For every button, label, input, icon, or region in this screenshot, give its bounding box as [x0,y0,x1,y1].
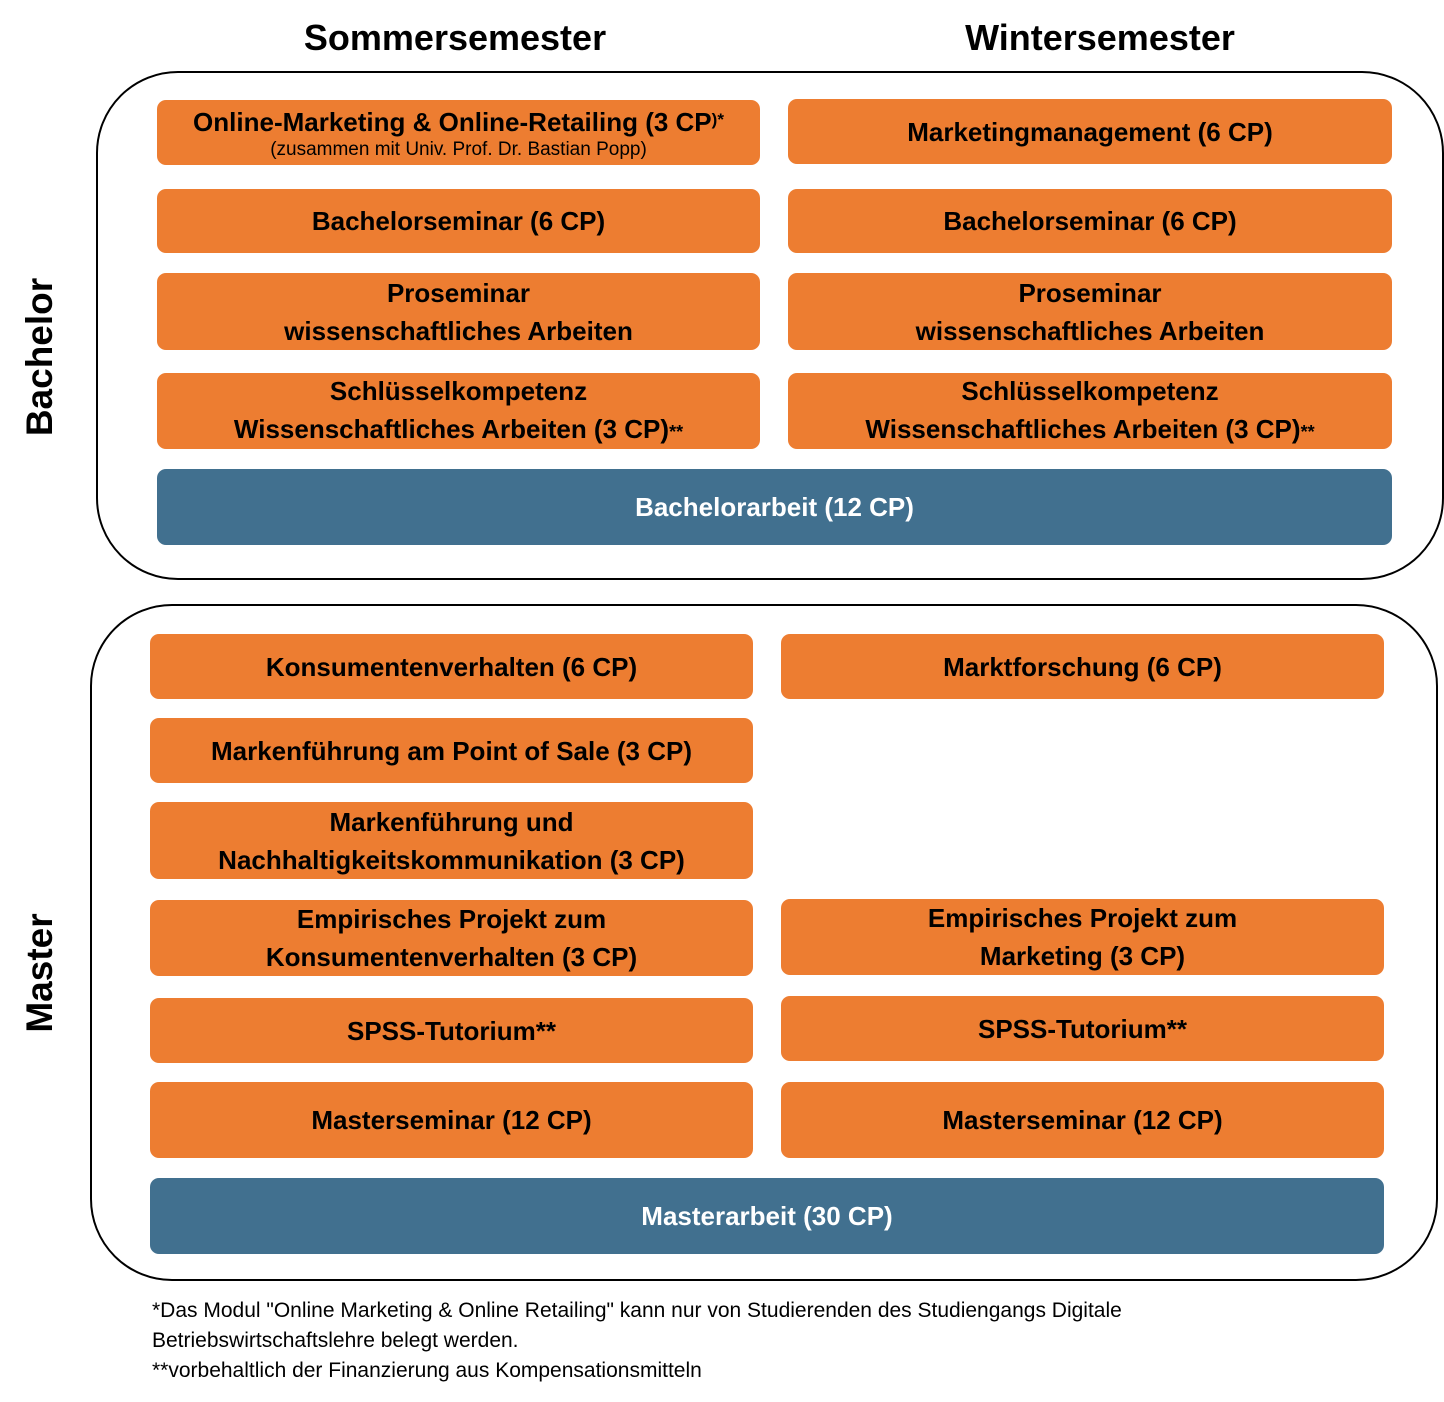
bachelor-section-label: Bachelor [19,277,60,437]
masterarbeit-box: Masterarbeit (30 CP) [150,1178,1384,1254]
course-markenfuehrung-nachhaltigkeit: Markenführung und Nachhaltigkeitskommuni… [150,802,753,879]
bachelorarbeit-box: Bachelorarbeit (12 CP) [157,469,1392,545]
course-empirisches-projekt-konsumentenverhalten: Empirisches Projekt zum Konsumentenverha… [150,900,753,976]
course-title-line2-wrap: Wissenschaftliches Arbeiten (3 CP)** [234,410,683,451]
course-title-line2: Wissenschaftliches Arbeiten (3 CP) [865,413,1301,444]
course-title: Online-Marketing & Online-Retailing (3 C… [193,105,724,139]
course-title: SPSS-Tutorium** [347,1015,556,1046]
course-masterseminar-summer: Masterseminar (12 CP) [150,1082,753,1158]
course-konsumentenverhalten: Konsumentenverhalten (6 CP) [150,634,753,699]
course-title-line1: Schlüsselkompetenz [329,375,588,406]
course-spss-tutorium-winter: SPSS-Tutorium** [781,996,1384,1061]
footnote-online-marketing-line1: *Das Modul "Online Marketing & Online Re… [152,1299,1122,1322]
footnote-marker: ** [669,421,684,442]
course-title-line1: Empirisches Projekt zum [296,904,607,934]
course-title-line1: Markenführung und [329,806,574,837]
course-title-line2: Nachhaltigkeitskommunikation (3 CP) [218,844,685,875]
course-title-line1: Empirisches Projekt zum [927,903,1238,933]
course-marktforschung: Marktforschung (6 CP) [781,634,1384,699]
master-section-label: Master [19,913,60,1033]
footnotes: *Das Modul "Online Marketing & Online Re… [152,1296,1302,1386]
course-bachelorseminar-winter: Bachelorseminar (6 CP) [788,189,1392,253]
footnote-online-marketing-line2: Betriebswirtschaftslehre belegt werden. [152,1329,519,1352]
course-schluesselkompetenz-winter: Schlüsselkompetenz Wissenschaftliches Ar… [788,373,1392,449]
course-empirisches-projekt-marketing: Empirisches Projekt zum Marketing (3 CP) [781,899,1384,975]
footnote-kompensationsmittel: **vorbehaltlich der Finanzierung aus Kom… [152,1359,702,1382]
course-title-line2: Wissenschaftliches Arbeiten (3 CP) [233,413,670,444]
course-schluesselkompetenz-summer: Schlüsselkompetenz Wissenschaftliches Ar… [157,373,760,449]
course-title-line2-wrap: Wissenschaftliches Arbeiten (3 CP)** [865,410,1314,451]
course-title: SPSS-Tutorium** [978,1013,1187,1044]
course-proseminar-winter: Proseminar wissenschaftliches Arbeiten [788,273,1392,350]
course-title-line2: wissenschaftliches Arbeiten [915,315,1265,346]
course-masterseminar-winter: Masterseminar (12 CP) [781,1082,1384,1158]
header-wintersemester: Wintersemester [965,17,1235,58]
course-title: Bachelorseminar (6 CP) [311,206,606,236]
course-title-line1: Proseminar [386,277,531,308]
course-marketingmanagement: Marketingmanagement (6 CP) [788,99,1392,164]
thesis-title: Masterarbeit (30 CP) [641,1201,893,1231]
footnote-marker: ** [1300,421,1315,442]
course-title-line2: Konsumentenverhalten (3 CP) [265,942,638,972]
course-title-main: Online-Marketing & Online-Retailing (3 C… [193,106,712,137]
course-title-line1: Proseminar [1018,277,1162,308]
course-title: Marktforschung (6 CP) [943,651,1222,682]
course-title: Markenführung am Point of Sale (3 CP) [210,735,693,766]
course-markenfuehrung-pos: Markenführung am Point of Sale (3 CP) [150,718,753,783]
course-spss-tutorium-summer: SPSS-Tutorium** [150,998,753,1063]
course-proseminar-summer: Proseminar wissenschaftliches Arbeiten [157,273,760,350]
course-title-line2: Marketing (3 CP) [979,941,1186,971]
course-title: Masterseminar (12 CP) [311,1105,592,1135]
course-title: Bachelorseminar (6 CP) [943,206,1237,236]
thesis-title: Bachelorarbeit (12 CP) [635,492,914,522]
course-title: Marketingmanagement (6 CP) [907,116,1273,147]
header-sommersemester: Sommersemester [303,17,607,58]
course-title-line2: wissenschaftliches Arbeiten [284,315,633,346]
course-bachelorseminar-summer: Bachelorseminar (6 CP) [157,189,760,253]
footnote-marker: )* [711,109,724,129]
course-title-line1: Schlüsselkompetenz [961,375,1219,406]
course-title: Masterseminar (12 CP) [942,1105,1223,1135]
course-title: Konsumentenverhalten (6 CP) [265,651,638,682]
course-online-marketing-retailing: Online-Marketing & Online-Retailing (3 C… [157,100,760,165]
master-section-frame [90,604,1438,1281]
course-subtitle: (zusammen mit Univ. Prof. Dr. Bastian Po… [270,138,647,160]
bachelor-section-frame [96,71,1444,580]
